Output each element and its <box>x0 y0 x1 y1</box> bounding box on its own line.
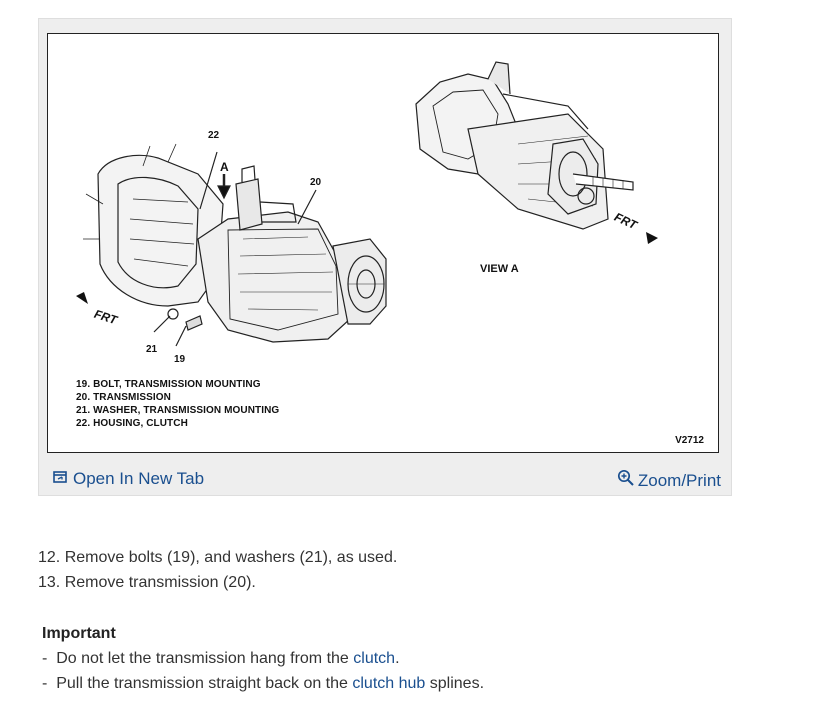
important-heading: Important <box>42 625 116 642</box>
bullet-text: - Pull the transmission straight back on… <box>42 675 353 692</box>
transmission-diagram: 22 20 21 19 A FRT FRT VIEW A 19. BOLT, T… <box>47 33 719 453</box>
legend-item: 20. TRANSMISSION <box>76 392 171 403</box>
figure-toolbar: Open In New Tab Zoom/Print <box>39 463 731 495</box>
instruction-steps: 12. Remove bolts (19), and washers (21),… <box>38 545 397 595</box>
view-arrow-label: A <box>220 160 229 174</box>
diagram-legend: 19. BOLT, TRANSMISSION MOUNTING 20. TRAN… <box>76 378 279 430</box>
callout-21: 21 <box>146 344 158 355</box>
clutch-hub-link[interactable]: clutch hub <box>352 675 426 692</box>
open-in-new-tab-label: Open In New Tab <box>73 469 205 488</box>
legend-item: 21. WASHER, TRANSMISSION MOUNTING <box>76 405 280 416</box>
open-new-tab-icon <box>53 469 67 489</box>
bullet-text: - Do not let the transmission hang from … <box>42 650 354 667</box>
step-item: 12. Remove bolts (19), and washers (21),… <box>38 549 398 566</box>
important-bullet: - Do not let the transmission hang from … <box>42 646 484 671</box>
callout-22: 22 <box>208 130 220 141</box>
callout-19: 19 <box>174 354 186 365</box>
important-note: Important - Do not let the transmission … <box>42 621 484 696</box>
zoom-in-icon <box>617 469 635 492</box>
zoom-print-link[interactable]: Zoom/Print <box>617 469 721 492</box>
open-in-new-tab-link[interactable]: Open In New Tab <box>53 469 204 489</box>
figure-card: 22 20 21 19 A FRT FRT VIEW A 19. BOLT, T… <box>38 18 732 496</box>
diagram-illustration <box>76 61 658 347</box>
bullet-text: splines. <box>425 675 485 692</box>
figure-code: V2712 <box>675 435 704 446</box>
zoom-print-label: Zoom/Print <box>637 470 721 490</box>
clutch-link[interactable]: clutch <box>353 650 396 667</box>
view-a-label: VIEW A <box>480 263 519 275</box>
important-bullet: - Pull the transmission straight back on… <box>42 671 484 696</box>
step-item: 13. Remove transmission (20). <box>38 574 256 591</box>
bullet-text: . <box>395 650 400 667</box>
legend-item: 22. HOUSING, CLUTCH <box>76 418 188 429</box>
callout-20: 20 <box>310 177 322 188</box>
legend-item: 19. BOLT, TRANSMISSION MOUNTING <box>76 379 261 390</box>
